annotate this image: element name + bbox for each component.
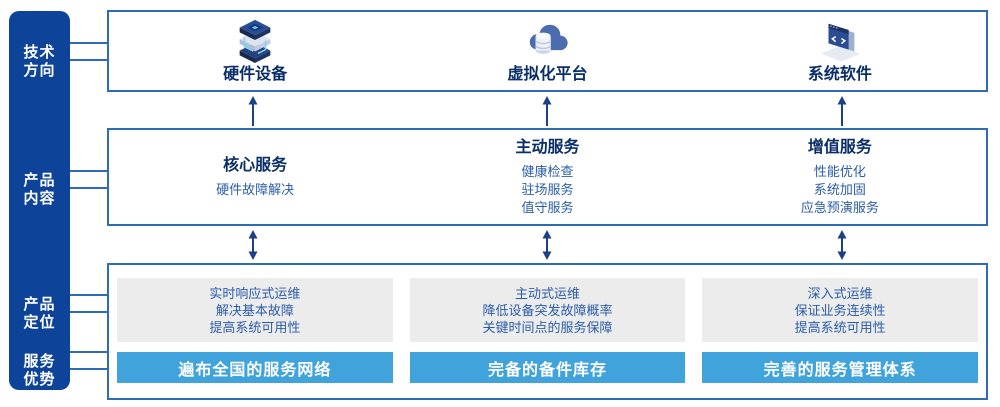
advantage-banner: 完善的服务管理体系 [702,352,979,383]
sidebar-label-line: 产品 [23,296,56,313]
sidebar-item-product-content: 产品 内容 [9,172,70,208]
sidebar: 技术 方向 产品 内容 产品 定位 服务 优势 [9,11,70,390]
positioning-panel: 实时响应式运维 解决基本故障 提高系统可用性 [117,278,393,343]
sidebar-label-line: 产品 [23,172,56,189]
tech-item-label: 虚拟化平台 [507,66,588,83]
tech-item-label: 硬件设备 [223,66,288,83]
product-positioning-box: 实时响应式运维 解决基本故障 提高系统可用性 遍布全国的服务网络 主动式运维 降… [107,263,988,400]
positioning-line: 提高系统可用性 [209,319,301,335]
connector-line [70,311,107,313]
service-group-value-added: 增值服务 性能优化 系统加固 应急预演服务 [694,130,986,224]
service-group-item: 性能优化 [813,163,866,179]
sidebar-label-line: 定位 [23,314,56,331]
advantage-banner: 遍布全国的服务网络 [117,352,393,383]
sidebar-item-tech-direction: 技术 方向 [9,44,70,80]
positioning-line: 保证业务连续性 [794,302,886,318]
cloud-database-icon [524,18,570,64]
double-arrow-icon [246,230,260,260]
service-group-item: 驻场服务 [521,181,574,197]
position-column-indepth: 深入式运维 保证业务连续性 提高系统可用性 完善的服务管理体系 [702,278,979,383]
connector-line [70,59,107,61]
double-arrow-icon [835,230,849,260]
service-group-title: 增值服务 [807,138,872,156]
tech-item-software: 系统软件 [694,12,986,90]
sidebar-label-line: 方向 [23,62,56,79]
tech-item-label: 系统软件 [807,66,872,83]
double-arrow-icon [540,230,554,260]
connector-line [70,351,107,353]
advantage-banner: 完备的备件库存 [409,352,686,383]
sidebar-label-line: 服务 [23,353,56,370]
positioning-line: 降低设备突发故障概率 [482,302,613,318]
service-group-proactive: 主动服务 健康检查 驻场服务 值守服务 [401,130,693,224]
software-window-icon [817,18,863,64]
tech-item-hardware: 硬件设备 [109,12,401,90]
positioning-panel: 深入式运维 保证业务连续性 提高系统可用性 [702,278,979,343]
product-content-box: 核心服务 硬件故障解决 主动服务 健康检查 驻场服务 值守服务 增值服务 性能优… [107,128,988,226]
tech-item-virtualization: 虚拟化平台 [401,12,693,90]
connector-line [70,294,107,296]
sidebar-label-line: 内容 [23,190,56,207]
service-group-item: 硬件故障解决 [216,181,295,197]
connector-line [70,170,107,172]
sidebar-label-line: 技术 [23,44,56,61]
service-group-core: 核心服务 硬件故障解决 [109,130,401,224]
tech-direction-box: 硬件设备 虚拟化平台 [107,10,988,92]
up-arrow-icon [540,96,554,126]
position-column-realtime: 实时响应式运维 解决基本故障 提高系统可用性 遍布全国的服务网络 [117,278,393,383]
positioning-line: 实时响应式运维 [209,285,301,301]
service-group-item: 系统加固 [813,181,866,197]
sidebar-item-product-positioning: 产品 定位 [9,296,70,332]
sidebar-label-line: 优势 [23,371,56,388]
positioning-line: 提高系统可用性 [794,319,886,335]
service-group-item: 应急预演服务 [800,199,879,215]
positioning-line: 关键时间点的服务保障 [482,319,613,335]
connector-line [70,368,107,370]
service-group-item: 值守服务 [521,199,574,215]
service-group-item: 健康检查 [521,163,574,179]
service-group-title: 主动服务 [515,138,580,156]
positioning-line: 解决基本故障 [215,302,294,318]
sidebar-item-service-advantage: 服务 优势 [9,353,70,389]
up-arrow-icon [835,96,849,126]
service-group-title: 核心服务 [223,156,288,174]
connector-line [70,187,107,189]
positioning-line: 主动式运维 [515,285,581,301]
positioning-line: 深入式运维 [807,285,873,301]
server-stack-icon [232,18,278,64]
positioning-panel: 主动式运维 降低设备突发故障概率 关键时间点的服务保障 [409,278,686,343]
up-arrow-icon [246,96,260,126]
connector-line [70,42,107,44]
position-column-proactive: 主动式运维 降低设备突发故障概率 关键时间点的服务保障 完备的备件库存 [409,278,686,383]
